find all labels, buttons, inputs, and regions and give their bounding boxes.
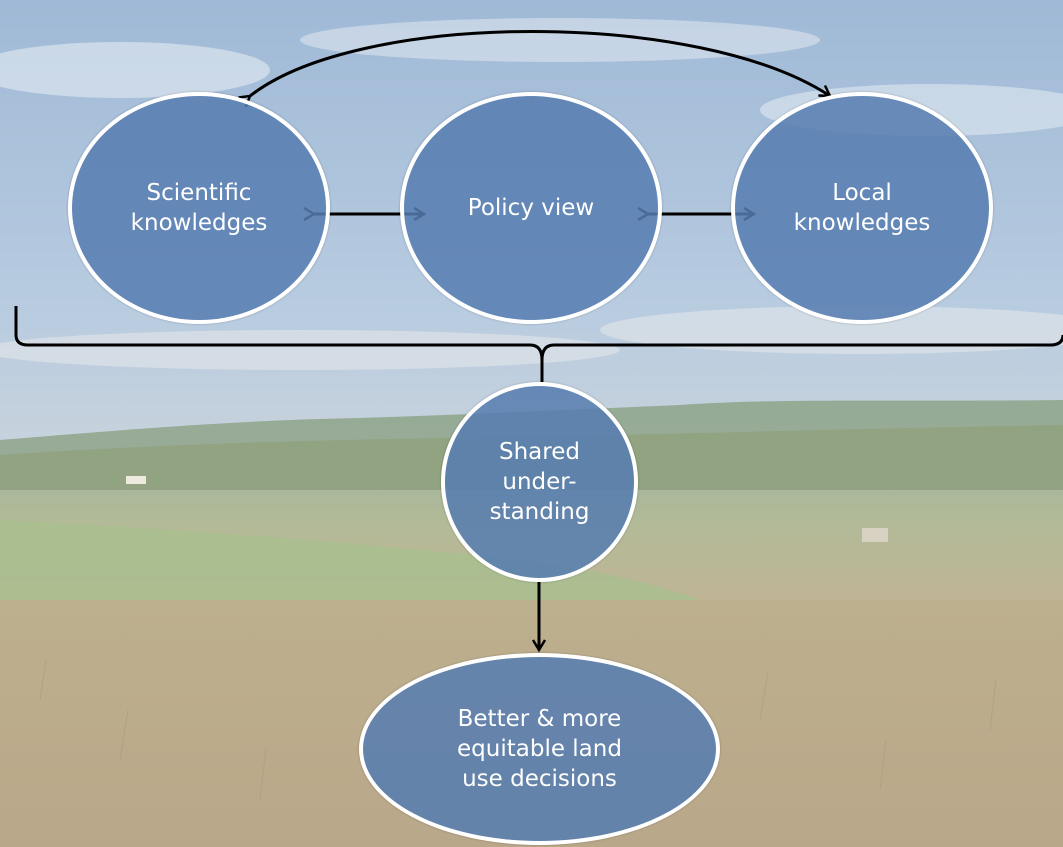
- node-policy-view: Policy view: [400, 92, 662, 324]
- node-shared-label: Shared under- standing: [489, 439, 590, 525]
- node-policy-label: Policy view: [467, 195, 595, 221]
- node-better-label: Better & more equitable land use decisio…: [457, 706, 622, 792]
- node-better-decisions: Better & more equitable land use decisio…: [359, 653, 720, 845]
- node-local-label: Local knowledges: [793, 180, 931, 236]
- node-local-knowledges: Local knowledges: [731, 92, 993, 324]
- node-scientific-label: Scientific knowledges: [130, 180, 268, 236]
- node-shared-understanding: Shared under- standing: [441, 382, 638, 582]
- node-scientific-knowledges: Scientific knowledges: [68, 92, 330, 324]
